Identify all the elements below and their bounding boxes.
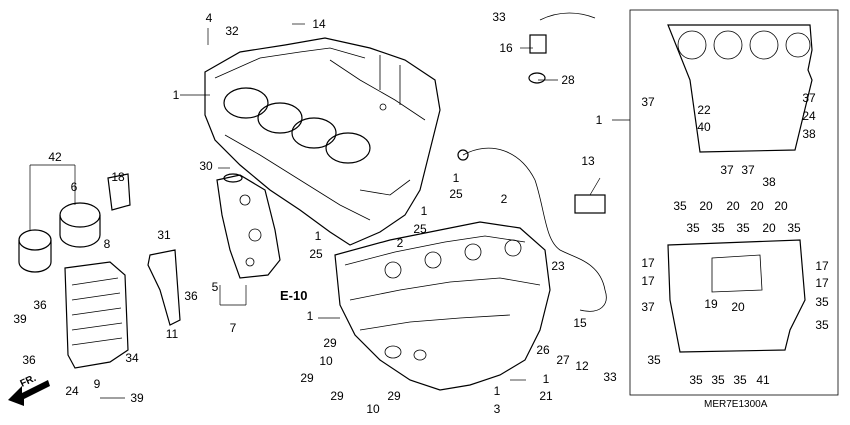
- callout-38: 38: [762, 175, 776, 189]
- reference-label: E-10: [280, 288, 307, 303]
- callout-16: 16: [499, 41, 513, 55]
- callout-36: 36: [184, 289, 198, 303]
- callout-33: 33: [492, 10, 506, 24]
- callout-1: 1: [453, 171, 460, 185]
- callout-29: 29: [330, 389, 344, 403]
- callout-28: 28: [561, 73, 575, 87]
- callout-1: 1: [543, 372, 550, 386]
- callout-37: 37: [720, 163, 734, 177]
- oil-cooler: [64, 261, 129, 369]
- callout-19: 19: [704, 297, 718, 311]
- callout-35: 35: [815, 318, 829, 332]
- callout-17: 17: [641, 256, 655, 270]
- callout-35: 35: [647, 353, 661, 367]
- callout-10: 10: [366, 402, 380, 416]
- diagram-code: MER7E1300A: [704, 399, 768, 410]
- callout-35: 35: [711, 373, 725, 387]
- callout-25: 25: [413, 222, 427, 236]
- leader-lines: [29, 23, 630, 399]
- callout-18: 18: [111, 170, 125, 184]
- callout-1: 1: [315, 229, 322, 243]
- callout-29: 29: [300, 371, 314, 385]
- callout-35: 35: [815, 295, 829, 309]
- gasket-inset: [629, 9, 839, 396]
- callout-37: 37: [641, 300, 655, 314]
- callout-12: 12: [575, 359, 589, 373]
- callout-24: 24: [65, 384, 79, 398]
- callout-20: 20: [699, 199, 713, 213]
- callout-35: 35: [673, 199, 687, 213]
- callout-14: 14: [312, 17, 326, 31]
- callout-13: 13: [581, 154, 595, 168]
- callout-15: 15: [573, 316, 587, 330]
- callout-37: 37: [802, 91, 816, 105]
- callout-17: 17: [815, 276, 829, 290]
- callout-4: 4: [206, 11, 213, 25]
- callout-35: 35: [787, 221, 801, 235]
- callout-6: 6: [71, 180, 78, 194]
- callout-2: 2: [501, 192, 508, 206]
- oil-pipe: [147, 249, 181, 326]
- callout-29: 29: [323, 336, 337, 350]
- callout-3: 3: [494, 402, 501, 416]
- callout-21: 21: [539, 389, 553, 403]
- callout-35: 35: [733, 373, 747, 387]
- callout-8: 8: [104, 237, 111, 251]
- callout-40: 40: [697, 120, 711, 134]
- callout-20: 20: [731, 300, 745, 314]
- callout-17: 17: [815, 259, 829, 273]
- callout-1: 1: [307, 309, 314, 323]
- callout-2: 2: [397, 236, 404, 250]
- callout-1: 1: [596, 113, 603, 127]
- callout-20: 20: [750, 199, 764, 213]
- callout-35: 35: [736, 221, 750, 235]
- callout-38: 38: [802, 127, 816, 141]
- callout-35: 35: [689, 373, 703, 387]
- callout-10: 10: [319, 354, 333, 368]
- callout-34: 34: [125, 351, 139, 365]
- callout-20: 20: [762, 221, 776, 235]
- callout-numbers: 4 32 14 1 33 16 28 42 6 18 30 1 25 2 13 …: [13, 10, 829, 416]
- callout-1: 1: [173, 88, 180, 102]
- callout-31: 31: [157, 228, 171, 242]
- callout-37: 37: [741, 163, 755, 177]
- callout-20: 20: [774, 199, 788, 213]
- callout-36: 36: [22, 353, 36, 367]
- callout-20: 20: [726, 199, 740, 213]
- callout-35: 35: [711, 221, 725, 235]
- callout-26: 26: [536, 343, 550, 357]
- callout-1: 1: [421, 204, 428, 218]
- lower-crankcase: [334, 221, 551, 391]
- callout-41: 41: [756, 373, 770, 387]
- callout-33: 33: [603, 370, 617, 384]
- callout-25: 25: [449, 187, 463, 201]
- callout-17: 17: [641, 274, 655, 288]
- callout-22: 22: [697, 103, 711, 117]
- callout-11: 11: [166, 327, 179, 341]
- callout-29: 29: [387, 389, 401, 403]
- oil-filter: [18, 173, 131, 273]
- callout-24: 24: [802, 109, 816, 123]
- callout-27: 27: [556, 353, 570, 367]
- oil-pump-cover: [216, 173, 281, 279]
- upper-crankcase: [204, 37, 441, 246]
- callout-5: 5: [212, 280, 219, 294]
- front-direction-arrow: [8, 380, 50, 406]
- callout-30: 30: [199, 159, 213, 173]
- callout-23: 23: [551, 259, 565, 273]
- callout-9: 9: [94, 377, 101, 391]
- callout-42: 42: [48, 150, 62, 164]
- callout-25: 25: [309, 247, 323, 261]
- callout-39: 39: [130, 391, 144, 405]
- callout-1: 1: [494, 384, 501, 398]
- callout-37: 37: [641, 95, 655, 109]
- callout-39: 39: [13, 312, 27, 326]
- callout-32: 32: [225, 24, 239, 38]
- callout-7: 7: [230, 321, 237, 335]
- callout-35: 35: [686, 221, 700, 235]
- callout-36: 36: [33, 298, 47, 312]
